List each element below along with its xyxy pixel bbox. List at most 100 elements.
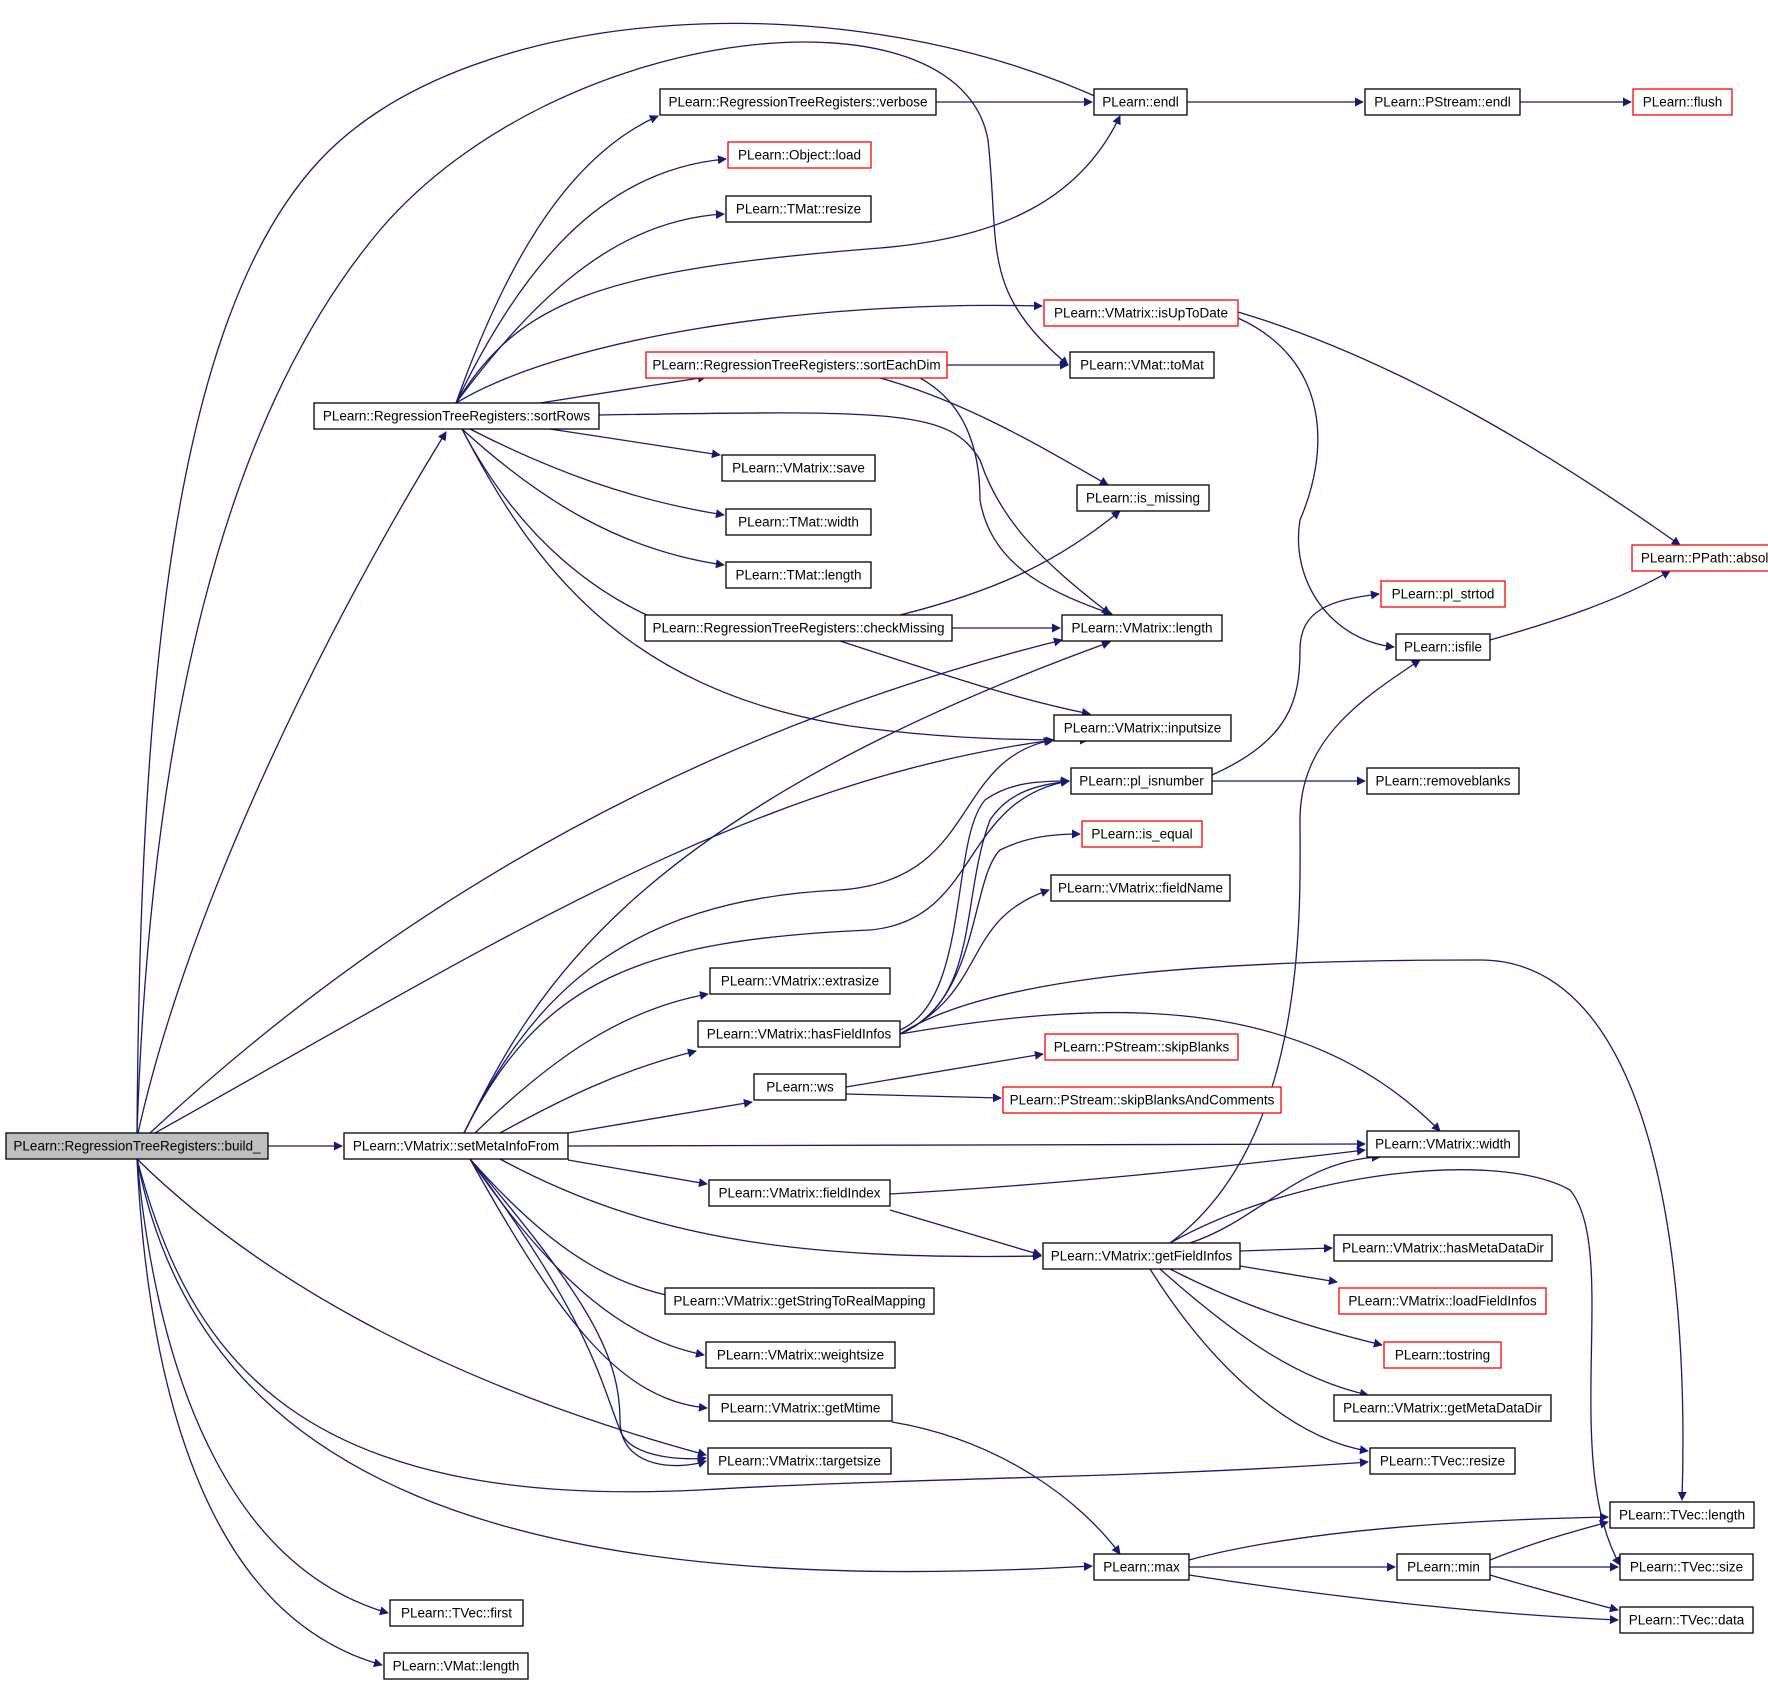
edge-build-to-vmatlength	[136, 1158, 383, 1668]
node-removeblanks[interactable]: PLearn::removeblanks	[1366, 767, 1520, 795]
edge	[845, 1093, 1002, 1103]
node-tmatresize[interactable]: PLearn::TMat::resize	[725, 195, 872, 223]
node-skipBlanks[interactable]: PLearn::PStream::skipBlanks	[1044, 1033, 1239, 1061]
node-getFI[interactable]: PLearn::VMatrix::getFieldInfos	[1042, 1242, 1241, 1270]
edge	[899, 888, 1050, 1035]
node-is_missing[interactable]: PLearn::is_missing	[1076, 484, 1210, 512]
edge	[598, 412, 1111, 615]
edge	[455, 155, 727, 404]
edge	[461, 428, 725, 569]
edge	[136, 41, 1069, 1134]
edge-setMeta-to-fieldIndex	[567, 1159, 708, 1188]
node-tostring[interactable]: PLearn::tostring	[1383, 1341, 1502, 1369]
edge	[469, 1158, 707, 1464]
node-tvecsize[interactable]: PLearn::TVec::size	[1619, 1553, 1754, 1581]
node-label: PLearn::isfile	[1404, 640, 1482, 655]
node-isfile[interactable]: PLearn::isfile	[1395, 633, 1491, 661]
edge	[499, 1158, 1042, 1261]
node-hasFI[interactable]: PLearn::VMatrix::hasFieldInfos	[697, 1020, 901, 1048]
edge	[136, 1158, 389, 1616]
edge	[1169, 1169, 1621, 1566]
node-box	[1609, 1501, 1755, 1529]
node-vmlength[interactable]: PLearn::VMatrix::length	[1061, 614, 1223, 642]
node-weightsize[interactable]: PLearn::VMatrix::weightsize	[705, 1341, 896, 1369]
edge	[1189, 1152, 1381, 1244]
node-objload[interactable]: PLearn::Object::load	[727, 141, 872, 169]
edge-setMeta-to-hasFI	[499, 1048, 697, 1134]
node-max[interactable]: PLearn::max	[1093, 1553, 1190, 1581]
node-tmatlength[interactable]: PLearn::TMat::length	[725, 561, 872, 589]
node-endl[interactable]: PLearn::endl	[1093, 88, 1188, 116]
node-getStrMap[interactable]: PLearn::VMatrix::getStringToRealMapping	[664, 1287, 935, 1315]
node-toMat[interactable]: PLearn::VMat::toMat	[1069, 351, 1215, 379]
node-absolute[interactable]: PLearn::PPath::absolute	[1631, 544, 1768, 572]
edge	[899, 777, 1070, 1035]
node-tvecdata[interactable]: PLearn::TVec::data	[1619, 1606, 1754, 1634]
node-box	[725, 195, 872, 223]
node-isUpToDate[interactable]: PLearn::VMatrix::isUpToDate	[1043, 299, 1239, 327]
node-sortRows[interactable]: PLearn::RegressionTreeRegisters::sortRow…	[313, 402, 600, 430]
edge	[463, 777, 1070, 1134]
edge-getFI-to-hasMetaDir	[1239, 1243, 1333, 1253]
node-vmsave[interactable]: PLearn::VMatrix::save	[721, 454, 876, 482]
node-box	[1053, 714, 1232, 742]
edge	[469, 1158, 707, 1468]
edge-hasFI-to-vmwidth	[899, 1011, 1441, 1132]
edge-checkMissing-to-inputsize	[839, 640, 1091, 717]
node-min[interactable]: PLearn::min	[1396, 1553, 1491, 1581]
node-fieldIndex[interactable]: PLearn::VMatrix::fieldIndex	[708, 1179, 891, 1207]
node-label: PLearn::pl_isnumber	[1079, 774, 1204, 789]
node-sortEach[interactable]: PLearn::RegressionTreeRegisters::sortEac…	[645, 351, 948, 379]
edge	[149, 637, 1063, 1134]
node-ws[interactable]: PLearn::ws	[753, 1073, 847, 1101]
node-checkMissing[interactable]: PLearn::RegressionTreeRegisters::checkMi…	[644, 614, 953, 642]
edge-setMeta-to-inputsize	[463, 737, 1053, 1134]
node-inputsize[interactable]: PLearn::VMatrix::inputsize	[1053, 714, 1232, 742]
node-label: PLearn::endl	[1102, 95, 1179, 110]
edge	[136, 1158, 1093, 1573]
node-is_equal[interactable]: PLearn::is_equal	[1081, 820, 1203, 848]
node-box	[1619, 1553, 1754, 1581]
node-box	[383, 1652, 529, 1680]
node-tmatwidth[interactable]: PLearn::TMat::width	[725, 508, 872, 536]
node-box	[1044, 1033, 1239, 1061]
node-flush[interactable]: PLearn::flush	[1632, 88, 1733, 116]
node-vmwidth[interactable]: PLearn::VMatrix::width	[1366, 1130, 1520, 1158]
edge-build-to-vmlength	[149, 637, 1063, 1134]
edge	[136, 1158, 1369, 1493]
node-box	[645, 351, 948, 379]
node-pstreamendl[interactable]: PLearn::PStream::endl	[1364, 88, 1521, 116]
edge-setMeta-to-getFI	[499, 1158, 1042, 1261]
edge-hasFI-to-is_equal	[899, 829, 1081, 1035]
node-box	[1338, 1287, 1547, 1315]
node-getMetaDir[interactable]: PLearn::VMatrix::getMetaDataDir	[1333, 1394, 1552, 1422]
edge-pl_isnumber-to-pl_strtod	[1211, 590, 1380, 776]
edge	[567, 1139, 1366, 1149]
node-getMtime[interactable]: PLearn::VMatrix::getMtime	[708, 1394, 893, 1422]
edge	[455, 115, 659, 404]
node-label: PLearn::VMatrix::hasFieldInfos	[707, 1027, 892, 1042]
node-tvecresize[interactable]: PLearn::TVec::resize	[1369, 1447, 1516, 1475]
node-verbose[interactable]: PLearn::RegressionTreeRegisters::verbose	[659, 88, 937, 116]
node-tveclength[interactable]: PLearn::TVec::length	[1609, 1501, 1755, 1529]
node-box	[708, 1394, 893, 1422]
node-targetsize[interactable]: PLearn::VMatrix::targetsize	[707, 1447, 892, 1475]
node-vmatlength[interactable]: PLearn::VMat::length	[383, 1652, 529, 1680]
node-label: PLearn::PStream::endl	[1374, 95, 1511, 110]
node-tvecfirst[interactable]: PLearn::TVec::first	[389, 1599, 524, 1627]
edge-sortRows-to-tmatresize	[455, 209, 725, 404]
node-pl_isnumber[interactable]: PLearn::pl_isnumber	[1070, 767, 1213, 795]
node-pl_strtod[interactable]: PLearn::pl_strtod	[1380, 580, 1506, 608]
node-loadFI[interactable]: PLearn::VMatrix::loadFieldInfos	[1338, 1287, 1547, 1315]
node-hasMetaDir[interactable]: PLearn::VMatrix::hasMetaDataDir	[1333, 1234, 1553, 1262]
node-label: PLearn::VMatrix::save	[732, 461, 865, 476]
node-skipBlanksC[interactable]: PLearn::PStream::skipBlanksAndComments	[1002, 1086, 1282, 1114]
node-build[interactable]: PLearn::RegressionTreeRegisters::build_	[5, 1132, 269, 1160]
node-setMeta[interactable]: PLearn::VMatrix::setMetaInfoFrom	[343, 1132, 569, 1160]
node-fieldName[interactable]: PLearn::VMatrix::fieldName	[1050, 874, 1231, 902]
edge	[469, 1158, 708, 1412]
node-extrasize[interactable]: PLearn::VMatrix::extrasize	[709, 967, 891, 995]
node-box	[725, 508, 872, 536]
node-label: PLearn::TMat::width	[738, 515, 859, 530]
